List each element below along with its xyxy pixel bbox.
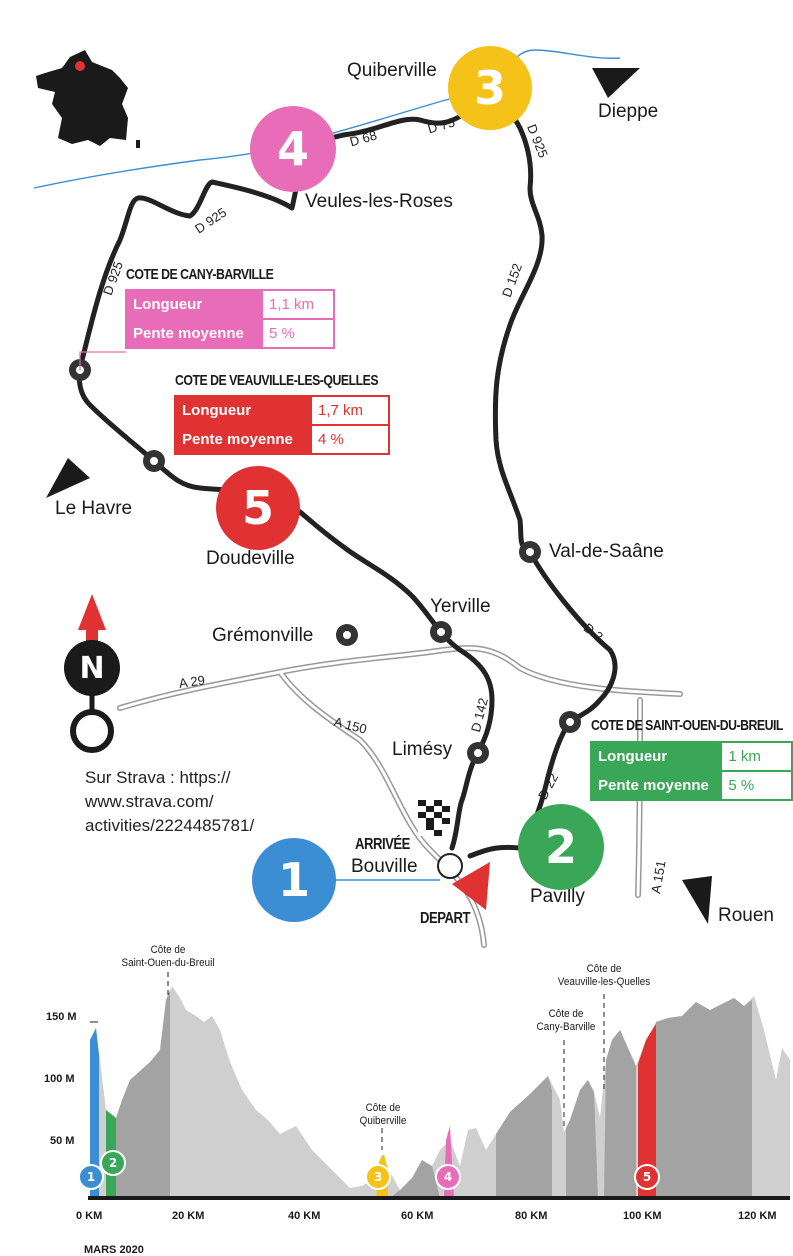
profile-marker-2: 2 — [100, 1150, 126, 1176]
place-doudeville: Doudeville — [206, 548, 295, 569]
x-tick-80: 80 KM — [515, 1210, 548, 1222]
climb-slope-label: Pente moyenne — [589, 770, 723, 801]
place-pavilly: Pavilly — [530, 886, 585, 907]
x-tick-0: 0 KM — [76, 1210, 103, 1222]
marker-3: 3 — [448, 46, 532, 130]
profile-marker-5: 5 — [634, 1164, 660, 1190]
profile-label-quiberville: Côte de Quiberville — [352, 1102, 415, 1128]
climb-length-value: 1,7 km — [310, 395, 390, 426]
place-bouville: Bouville — [351, 856, 418, 877]
climb-cany-title: COTE DE CANY-BARVILLE — [126, 266, 274, 283]
strava-link[interactable]: Sur Strava : https:// www.strava.com/ ac… — [85, 766, 254, 838]
x-tick-120: 120 KM — [738, 1210, 777, 1222]
footer-date: MARS 2020 — [84, 1244, 144, 1256]
location-dot-icon — [75, 61, 85, 71]
place-limesy: Limésy — [392, 739, 453, 760]
y-tick-100: 100 M — [44, 1073, 75, 1085]
profile-label-cany: Côte de Cany-Barville — [530, 1008, 602, 1034]
strava-line-1: Sur Strava : https:// — [85, 768, 231, 787]
marker-4: 4 — [250, 106, 336, 192]
city-dots — [69, 359, 581, 764]
marker-5: 5 — [216, 466, 300, 550]
climb-length-value: 1 km — [720, 741, 793, 772]
x-tick-60: 60 KM — [401, 1210, 434, 1222]
place-yerville: Yerville — [430, 596, 491, 617]
finish-circle — [437, 853, 463, 879]
le-havre-arrow-icon — [46, 458, 90, 498]
climb-veauville-title: COTE DE VEAUVILLE-LES-QUELLES — [175, 372, 379, 389]
profile-label-saint-ouen: Côte de Saint-Ouen-du-Breuil — [116, 944, 220, 970]
label-line: Côte de — [548, 1008, 584, 1020]
climb-slope-value: 5 % — [720, 770, 793, 801]
y-tick-50: 50 M — [50, 1135, 75, 1147]
climb-length-label: Longueur — [589, 741, 723, 772]
x-tick-20: 20 KM — [172, 1210, 205, 1222]
label-line: Cany-Barville — [536, 1021, 596, 1033]
route-line — [76, 101, 618, 859]
north-compass-icon — [64, 594, 120, 753]
place-val-de-saane: Val-de-Saâne — [549, 541, 664, 562]
place-gremonville: Grémonville — [212, 625, 314, 646]
profile-marker-3: 3 — [365, 1164, 391, 1190]
climb-slope-label: Pente moyenne — [125, 318, 263, 349]
x-tick-100: 100 KM — [623, 1210, 662, 1222]
place-veules: Veules-les-Roses — [305, 191, 453, 212]
climb-slope-value: 4 % — [310, 424, 390, 455]
climb-length-label: Longueur — [125, 289, 263, 320]
profile-marker-1: 1 — [78, 1164, 104, 1190]
dieppe-arrow-icon — [592, 68, 640, 98]
france-map-icon — [36, 50, 128, 146]
north-label: N — [79, 650, 105, 686]
marker-2: 2 — [518, 804, 604, 890]
checkered-flag-icon — [418, 800, 450, 836]
place-dieppe: Dieppe — [598, 101, 659, 122]
strava-line-2: www.strava.com/ — [85, 792, 214, 811]
arrivee-label: ARRIVÉE — [355, 836, 410, 853]
label-line: Saint-Ouen-du-Breuil — [121, 957, 215, 969]
climb-length-value: 1,1 km — [261, 289, 335, 320]
x-tick-40: 40 KM — [288, 1210, 321, 1222]
label-line: Côte de — [365, 1102, 401, 1114]
climb-saint-ouen-title: COTE DE SAINT-OUEN-DU-BREUIL — [591, 717, 783, 734]
depart-arrow-icon — [452, 862, 490, 910]
strava-line-3: activities/2224485781/ — [85, 816, 255, 835]
place-le-havre: Le Havre — [55, 498, 133, 519]
label-line: Côte de — [586, 963, 622, 975]
marker-1: 1 — [252, 838, 336, 922]
place-quiberville: Quiberville — [347, 60, 437, 81]
label-line: Quiberville — [359, 1115, 407, 1127]
label-line: Côte de — [150, 944, 186, 956]
climb-slope-label: Pente moyenne — [174, 424, 312, 455]
depart-label: DEPART — [420, 910, 471, 927]
y-tick-150: 150 M — [46, 1011, 77, 1023]
place-rouen: Rouen — [718, 905, 774, 926]
climb-length-label: Longueur — [174, 395, 312, 426]
label-line: Veauville-les-Quelles — [557, 976, 651, 988]
coastline — [33, 49, 621, 189]
rouen-arrow-icon — [682, 876, 712, 924]
profile-marker-4: 4 — [435, 1164, 461, 1190]
profile-label-veauville: Côte de Veauville-les-Quelles — [552, 963, 656, 989]
climb-slope-value: 5 % — [261, 318, 335, 349]
